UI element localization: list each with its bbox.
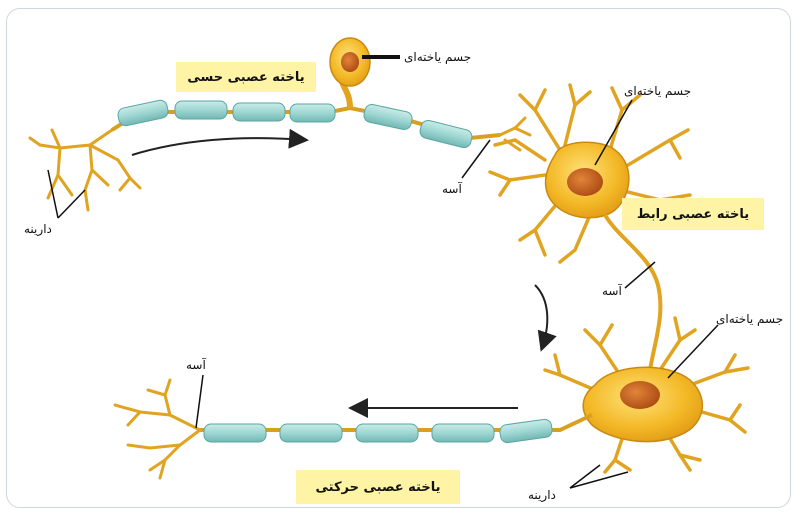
label-interneuron-axon-bottom: آسه [602, 284, 622, 298]
motor-myelin [204, 418, 553, 443]
label-interneuron-cell-body: جسم یاخته‌ای [624, 84, 691, 98]
pointer-motor-axon [196, 375, 203, 428]
interneuron-title: یاخته عصبی رابط [622, 198, 764, 230]
label-motor-cell-body: جسم یاخته‌ای [716, 312, 783, 326]
label-motor-axon: آسه [186, 358, 206, 372]
label-motor-dendrite: دارینه [528, 488, 556, 502]
sensory-neuron-title: یاخته عصبی حسی [176, 62, 316, 92]
motor-axon-terminals [115, 380, 200, 478]
interneuron-nucleus [567, 168, 603, 196]
motor-nucleus [620, 381, 660, 409]
pointer-motor-dendrite-2 [570, 472, 628, 488]
sensory-dendrites [30, 130, 140, 210]
motor-neuron [115, 318, 748, 478]
label-interneuron-axon-top: آسه [442, 182, 462, 196]
label-sensory-cell-body: جسم یاخته‌ای [404, 50, 471, 64]
pointer-inter-axon-bottom [625, 262, 655, 288]
flow-arrow-top [132, 138, 305, 155]
flow-arrow-right [535, 285, 547, 348]
motor-neuron-title: یاخته عصبی حرکتی [296, 470, 460, 504]
label-sensory-dendrite: دارینه [24, 222, 52, 236]
sensory-nucleus [341, 52, 359, 72]
